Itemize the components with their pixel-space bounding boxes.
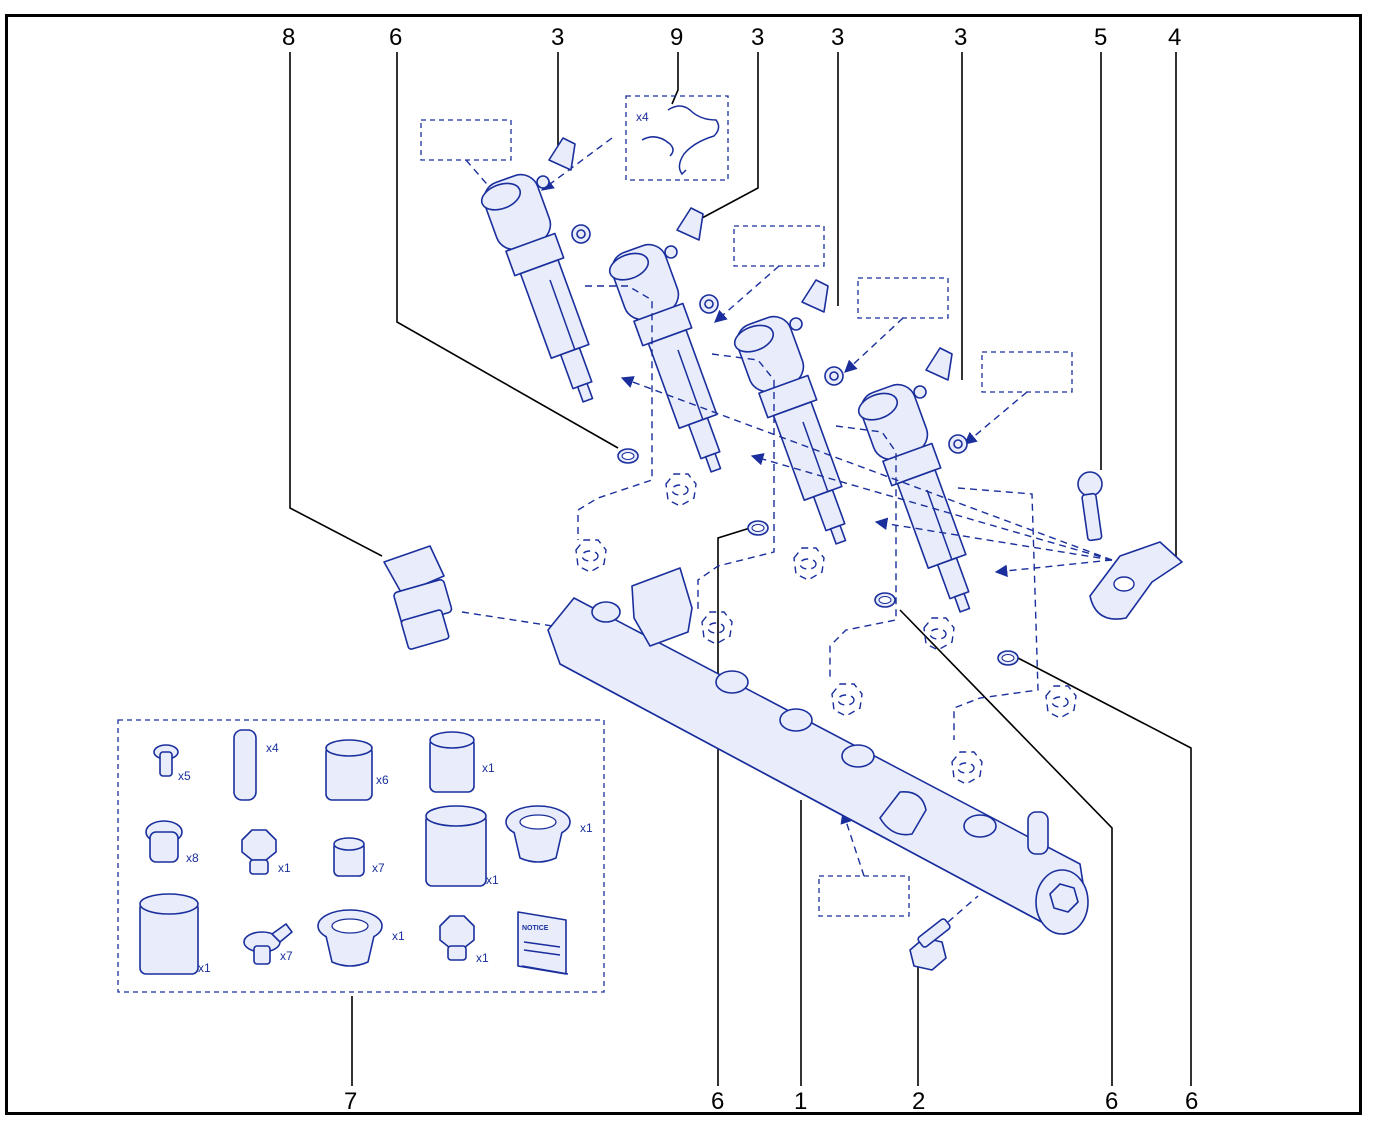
kit-sleeve: x1	[139, 893, 211, 975]
reference-box	[981, 351, 1073, 393]
notice-label: NOTICE	[522, 925, 549, 932]
callout-3: 3	[551, 24, 564, 51]
reference-box	[857, 277, 949, 319]
callout-6: 6	[711, 1088, 724, 1115]
injector	[854, 347, 971, 613]
bracket-screw	[1077, 471, 1103, 542]
kit-qty: x7	[372, 861, 385, 875]
callout-6: 6	[389, 24, 402, 51]
kit-qty: x1	[476, 951, 489, 965]
kit-seal: x1	[317, 909, 405, 967]
pipe-nut	[575, 539, 607, 573]
notice-booklet: NOTICE	[517, 911, 569, 975]
callout-8: 8	[282, 24, 295, 51]
callout-3: 3	[831, 24, 844, 51]
pipe-nut	[665, 473, 697, 507]
kit-qty: x8	[186, 851, 199, 865]
kit-qty: x7	[280, 949, 293, 963]
o-ring	[747, 520, 769, 536]
o-ring	[997, 650, 1019, 666]
injector	[605, 207, 722, 473]
reference-box	[420, 119, 512, 161]
kit-seal: x1	[505, 805, 593, 863]
pipe-nut	[793, 547, 825, 581]
kit-cap: x1	[429, 731, 495, 793]
leakoff-arrows	[620, 376, 1113, 578]
callout-9: 9	[670, 24, 683, 51]
mounting-bolt	[909, 895, 979, 971]
reference-arrows	[461, 137, 1028, 877]
callout-3: 3	[751, 24, 764, 51]
kit-qty: x1	[482, 761, 495, 775]
pressure-sensor	[383, 545, 453, 650]
kit-qty: x1	[486, 873, 499, 887]
seal-kit: x5 x4 x6 x1 x8 x1 x7	[117, 719, 605, 993]
kit-cap: x7	[333, 837, 385, 877]
kit-plug: x1	[241, 829, 291, 875]
injector	[730, 279, 847, 545]
callout-6: 6	[1185, 1088, 1198, 1115]
clip-kit: x4	[625, 95, 729, 181]
kit-qty: x4	[266, 741, 279, 755]
pipe-nut	[951, 751, 983, 785]
callout-1: 1	[794, 1088, 807, 1115]
kit-qty: x1	[198, 961, 211, 975]
pipe-nut	[701, 611, 733, 645]
reference-box	[818, 875, 910, 917]
kit-qty: x5	[178, 769, 191, 783]
kit-clip: x7	[243, 923, 293, 965]
kit-qty: x1	[278, 861, 291, 875]
callout-4: 4	[1168, 24, 1181, 51]
kit-sleeve: x4	[233, 729, 279, 801]
kit-qty: x1	[392, 929, 405, 943]
kit-cap: x5	[153, 744, 191, 783]
kit-qty: x1	[580, 821, 593, 835]
clip-quantity: x4	[636, 110, 649, 124]
kit-qty: x6	[376, 773, 389, 787]
fuel-pipes	[577, 285, 1039, 740]
callout-2: 2	[912, 1088, 925, 1115]
injector	[477, 137, 594, 403]
callout-6: 6	[1105, 1088, 1118, 1115]
fuel-rail	[547, 567, 1089, 935]
pipe-nut	[923, 617, 955, 651]
kit-plug: x8	[145, 820, 199, 865]
kit-cap: x6	[325, 739, 389, 801]
pipe-nut	[1045, 685, 1077, 719]
kit-sleeve: x1	[425, 805, 499, 887]
callout-5: 5	[1094, 24, 1107, 51]
reference-box	[733, 225, 825, 267]
o-ring	[617, 448, 639, 464]
callout-3: 3	[954, 24, 967, 51]
kit-plug: x1	[439, 915, 489, 965]
o-ring	[874, 592, 896, 608]
leakoff-bracket	[1089, 541, 1183, 620]
callout-7: 7	[344, 1088, 357, 1115]
pipe-nut	[831, 683, 863, 717]
